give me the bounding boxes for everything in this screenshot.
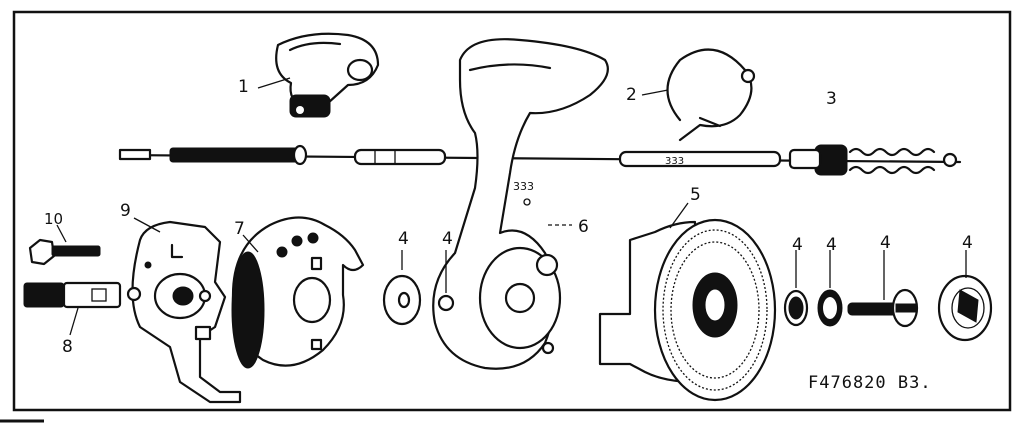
part-label-4a: 4 (398, 229, 409, 249)
part-label-2: 2 (626, 85, 637, 105)
handlebar-clamp (275, 32, 380, 118)
callout-leader-7 (242, 234, 259, 253)
part-label-4f: 4 (962, 233, 973, 253)
part-label-4d: 4 (826, 235, 837, 255)
shoulder-screw (847, 288, 919, 328)
part-label-8: 8 (62, 337, 73, 357)
ball-bearing (437, 294, 455, 312)
svg-text:333: 333 (665, 156, 684, 167)
callout-leader-5 (669, 202, 689, 229)
figure-code: F476820 B3. (808, 373, 932, 393)
part-label-5: 5 (690, 185, 701, 205)
washer-large (382, 274, 422, 326)
callout-leader-2 (641, 89, 669, 96)
part-label-4c: 4 (792, 235, 803, 255)
part-label-4e: 4 (880, 233, 891, 253)
part-label-9: 9 (120, 201, 131, 221)
part-label-10: 10 (44, 210, 63, 228)
pulley-plate (231, 216, 365, 369)
control-lever: 333 (432, 38, 609, 370)
part-label-3: 3 (826, 89, 837, 109)
callout-leader-1 (257, 77, 291, 89)
callout-leader-8 (69, 307, 79, 336)
part-label-1: 1 (238, 77, 249, 97)
diagram-frame (12, 10, 1012, 412)
spacer-ring-2 (817, 289, 843, 327)
cable-adjuster-spring (788, 144, 958, 176)
flywheel-fan (598, 218, 777, 402)
callout-leader-10 (56, 224, 67, 243)
hex-bolt (28, 238, 101, 266)
part-label-6: 6 (578, 217, 589, 237)
mounting-bracket (131, 220, 242, 404)
cable-ferrule (23, 281, 142, 309)
callout-leader-9 (133, 217, 161, 233)
spring-clip (666, 48, 756, 142)
spacer-ring-1 (783, 289, 809, 327)
part-label-4b: 4 (442, 229, 453, 249)
starter-cup (937, 274, 993, 342)
svg-text:333: 333 (513, 180, 534, 193)
part-label-7: 7 (234, 219, 245, 239)
